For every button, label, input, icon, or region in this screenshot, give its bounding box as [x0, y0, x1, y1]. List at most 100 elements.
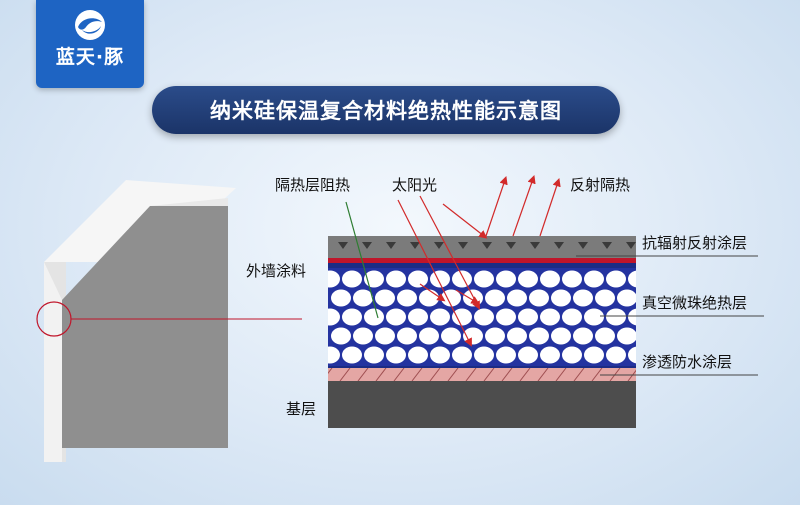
- vacuum-bead: [375, 289, 395, 307]
- vacuum-bead: [328, 346, 340, 364]
- waterproof-hatch: [328, 368, 636, 381]
- coating-triangle: [506, 242, 516, 249]
- coating-triangle: [530, 242, 540, 249]
- anti-radiation-coating-layer: [328, 236, 636, 258]
- blue-stripe: [328, 263, 636, 268]
- coating-triangle: [362, 242, 372, 249]
- sunlight-label: 太阳光: [392, 176, 438, 194]
- vacuum-bead: [562, 308, 582, 326]
- hatch-line: [483, 368, 495, 381]
- vacuum-bead: [606, 308, 626, 326]
- coating-triangle: [554, 242, 564, 249]
- hatch-line: [591, 368, 603, 381]
- coating-triangle: [458, 242, 468, 249]
- vacuum-bead: [628, 270, 636, 288]
- vacuum-bead: [595, 289, 615, 307]
- vacuum-bead: [386, 308, 406, 326]
- vacuum-bead: [430, 270, 450, 288]
- vacuum-bead: [617, 327, 636, 345]
- vacuum-bead: [463, 289, 483, 307]
- coating-triangle: [482, 242, 492, 249]
- vacuum-bead: [408, 308, 428, 326]
- vacuum-bead: [617, 289, 636, 307]
- base-layer: [328, 381, 636, 428]
- vacuum-bead: [496, 346, 516, 364]
- vacuum-bead: [364, 346, 384, 364]
- heat-block-line: [345, 201, 379, 319]
- vacuum-bead: [562, 270, 582, 288]
- hatch-line: [411, 368, 423, 381]
- anti-radiation-coating-label: 抗辐射反射涂层: [642, 234, 748, 252]
- hatch-line: [393, 368, 405, 381]
- hatch-line: [573, 368, 585, 381]
- vacuum-bead: [331, 289, 351, 307]
- vacuum-bead: [496, 308, 516, 326]
- vacuum-bead: [375, 327, 395, 345]
- brand-logo: 蓝天·豚: [36, 0, 144, 88]
- logo-text: 蓝天·豚: [55, 46, 125, 68]
- vacuum-bead: [639, 328, 659, 345]
- vacuum-bead: [496, 270, 516, 288]
- vacuum-bead: [331, 327, 351, 345]
- vacuum-bead: [419, 289, 439, 307]
- coating-triangle: [578, 242, 588, 249]
- exterior-wall-coating-label: 外墙涂料: [246, 262, 307, 280]
- vacuum-bead: [606, 270, 626, 288]
- vacuum-bead: [540, 308, 560, 326]
- vacuum-bead: [573, 289, 593, 307]
- vacuum-bead: [342, 346, 362, 364]
- vacuum-bead: [485, 289, 505, 307]
- vacuum-bead: [452, 346, 472, 364]
- vacuum-bead: [452, 308, 472, 326]
- vacuum-bead: [353, 289, 373, 307]
- vacuum-bead: [584, 308, 604, 326]
- vacuum-bead: [551, 327, 571, 345]
- vacuum-bead: [386, 270, 406, 288]
- vacuum-bead: [430, 308, 450, 326]
- vacuum-bead: [562, 346, 582, 364]
- vacuum-bead: [628, 346, 636, 364]
- insulation-block-label: 隔热层阻热: [275, 176, 351, 194]
- vacuum-bead: [529, 289, 549, 307]
- hatch-line: [447, 368, 459, 381]
- vacuum-bead: [518, 346, 538, 364]
- label-leader-lines: [576, 255, 764, 376]
- vacuum-bead: [540, 346, 560, 364]
- vacuum-bead: [606, 346, 626, 364]
- coating-triangle: [626, 242, 636, 249]
- vacuum-bead: [342, 270, 362, 288]
- hatch-line: [519, 368, 531, 381]
- vacuum-bead: [364, 308, 384, 326]
- vacuum-bead: [474, 270, 494, 288]
- hatch-line: [501, 368, 513, 381]
- vacuum-bead: [518, 308, 538, 326]
- reflect-insulation-label: 反射隔热: [570, 176, 631, 194]
- vacuum-bead: [408, 270, 428, 288]
- vacuum-bead: [474, 346, 494, 364]
- vacuum-bead: [397, 289, 417, 307]
- vacuum-bead: [353, 327, 373, 345]
- red-stripe: [328, 258, 636, 263]
- vacuum-bead: [518, 270, 538, 288]
- hatch-line: [537, 368, 549, 381]
- sunlight-arrows: [397, 175, 561, 347]
- waterproof-coating-label: 渗透防水涂层: [642, 353, 733, 371]
- vacuum-bead: [485, 327, 505, 345]
- coating-triangle: [386, 242, 396, 249]
- vacuum-bead: [595, 327, 615, 345]
- vacuum-bead: [507, 289, 527, 307]
- coating-triangle: [410, 242, 420, 249]
- hatch-line: [555, 368, 567, 381]
- vacuum-bead: [408, 346, 428, 364]
- vacuum-bead: [328, 308, 340, 326]
- vacuum-bead: [507, 327, 527, 345]
- vacuum-bead: [529, 327, 549, 345]
- vacuum-bead: [397, 327, 417, 345]
- waterproof-coating-layer: [328, 368, 636, 381]
- vacuum-bead: [419, 327, 439, 345]
- coating-triangles: [338, 242, 636, 249]
- coating-triangle: [602, 242, 612, 249]
- vacuum-bead: [573, 327, 593, 345]
- vacuum-bead: [540, 270, 560, 288]
- vacuum-bead: [584, 346, 604, 364]
